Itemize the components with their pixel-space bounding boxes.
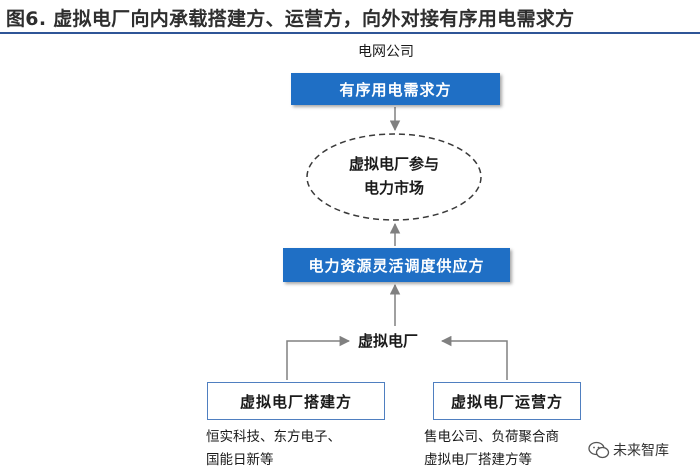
virtual-power-plant-label: 虚拟电厂 xyxy=(358,332,419,350)
builder-box: 虚拟电厂搭建方 xyxy=(207,382,385,420)
builder-examples-line-2: 国能日新等 xyxy=(206,452,274,468)
builder-examples: 恒实科技、东方电子、 国能日新等 xyxy=(206,426,341,472)
market-line-1: 虚拟电厂参与 xyxy=(348,155,439,173)
demand-side-box: 有序用电需求方 xyxy=(291,73,500,105)
builder-examples-line-1: 恒实科技、东方电子、 xyxy=(206,429,341,445)
supply-side-box: 电力资源灵活调度供应方 xyxy=(283,248,510,282)
market-ellipse xyxy=(306,133,482,221)
market-line-2: 电力市场 xyxy=(363,179,424,197)
grid-company-label: 电网公司 xyxy=(358,44,414,60)
operator-label: 虚拟电厂运营方 xyxy=(450,392,563,411)
title-divider xyxy=(0,32,700,34)
watermark: 未来智库 xyxy=(588,440,669,460)
arrow-operator-to-vpp xyxy=(440,335,508,380)
market-ellipse-text: 虚拟电厂参与 电力市场 xyxy=(305,152,483,200)
wechat-icon xyxy=(588,441,610,459)
operator-examples: 售电公司、负荷聚合商 虚拟电厂搭建方等 xyxy=(424,426,559,472)
figure-title: 图6. 虚拟电厂向内承载搭建方、运营方，向外对接有序用电需求方 xyxy=(6,8,575,30)
operator-examples-line-2: 虚拟电厂搭建方等 xyxy=(424,452,532,468)
demand-side-label: 有序用电需求方 xyxy=(339,80,452,99)
arrow-builder-to-vpp xyxy=(286,335,351,380)
supply-side-label: 电力资源灵活调度供应方 xyxy=(308,256,485,275)
operator-box: 虚拟电厂运营方 xyxy=(433,382,581,420)
operator-examples-line-1: 售电公司、负荷聚合商 xyxy=(424,429,559,445)
builder-label: 虚拟电厂搭建方 xyxy=(239,392,352,411)
watermark-text: 未来智库 xyxy=(613,443,669,459)
